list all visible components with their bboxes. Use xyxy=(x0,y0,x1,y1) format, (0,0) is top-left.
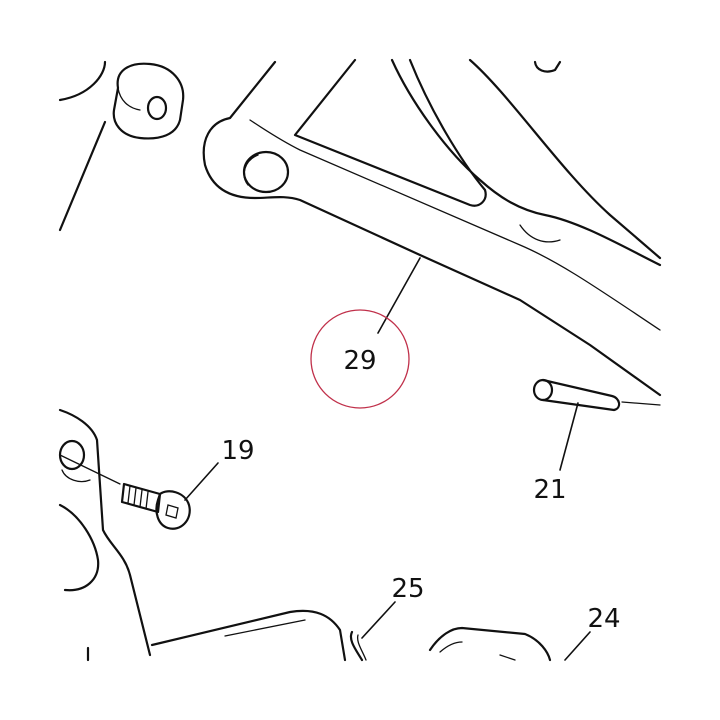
callout-21[interactable]: 21 xyxy=(533,475,566,505)
callout-24[interactable]: 24 xyxy=(587,604,620,634)
cover-part-24 xyxy=(428,626,552,662)
spring-clip-part-25 xyxy=(349,630,367,662)
upper-left-boss xyxy=(58,60,185,140)
main-bracket-arm xyxy=(202,58,662,397)
leader-21 xyxy=(559,402,579,471)
callout-29[interactable]: 29 xyxy=(343,346,376,376)
leader-29 xyxy=(377,257,421,334)
callout-29-highlight-ring xyxy=(310,309,410,409)
upper-left-leader-line xyxy=(58,120,107,232)
lower-left-plate xyxy=(58,408,152,657)
callout-25[interactable]: 25 xyxy=(391,574,424,604)
bottom-bracket xyxy=(86,609,347,662)
bolt-part-19 xyxy=(59,454,191,530)
pin-part-21 xyxy=(532,378,661,412)
callout-19[interactable]: 19 xyxy=(221,436,254,466)
leader-24 xyxy=(564,631,591,661)
leader-25 xyxy=(361,601,396,639)
leader-19 xyxy=(184,462,219,501)
